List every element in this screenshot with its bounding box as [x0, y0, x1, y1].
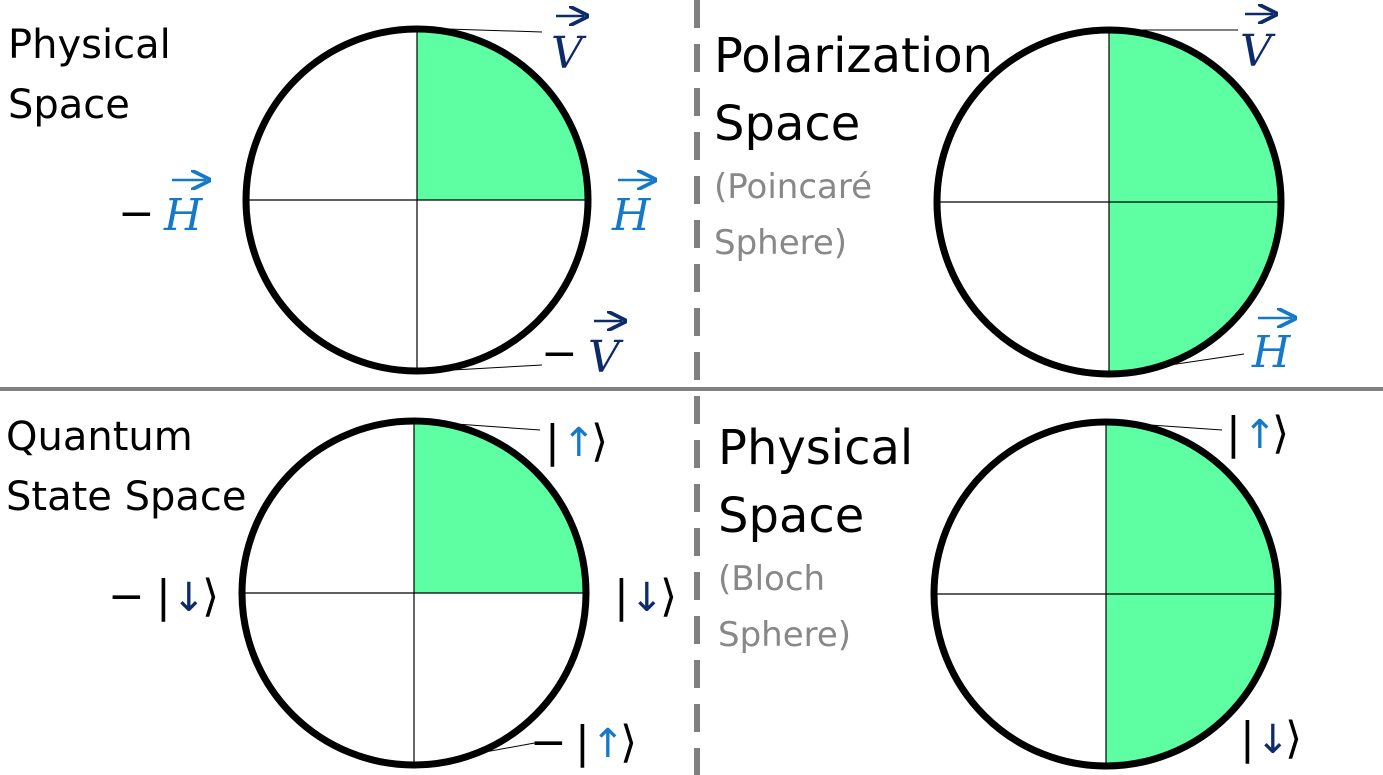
ket-bar: | — [575, 717, 590, 768]
leader-line-top — [413, 420, 541, 431]
down-arrow-glyph: ↓ — [630, 575, 664, 621]
ket-minus-up-bottom: − | ↑ ⟩ — [530, 717, 637, 768]
ket-angle: ⟩ — [1285, 713, 1302, 764]
title-line2: Space — [718, 488, 864, 544]
label-h-right: H — [611, 180, 652, 241]
title-line1: Physical — [718, 420, 913, 476]
label-v: V — [551, 28, 587, 79]
title-line1: Quantum — [6, 414, 193, 460]
label-minus-v-bottom: − V — [541, 321, 624, 383]
leader-line-bottom — [1108, 353, 1245, 375]
subtitle-line1: (Poincaré — [714, 167, 872, 207]
label-minus-h-left: − H — [118, 180, 206, 241]
label-h: H — [1251, 327, 1292, 378]
ket-bar: | — [614, 571, 629, 622]
panel-top-left: Physical Space V H − H − V — [8, 16, 652, 383]
label-v-top: V — [551, 16, 587, 79]
filled-quadrant — [414, 421, 586, 593]
panel-bottom-left: Quantum State Space | ↑ ⟩ | ↓ ⟩ − | ↓ ⟩ … — [6, 414, 677, 769]
subtitle-line2: Sphere) — [714, 223, 847, 263]
title-line1: Polarization — [714, 28, 993, 84]
down-arrow-glyph: ↓ — [1256, 717, 1290, 763]
up-arrow-glyph: ↑ — [1243, 412, 1277, 458]
ket-angle: ⟩ — [660, 571, 677, 622]
label-v-top: V — [1240, 14, 1276, 77]
ket-angle: ⟩ — [1272, 408, 1289, 459]
label-h: H — [611, 190, 652, 241]
minus-sign: − — [541, 328, 578, 379]
label-h: H — [163, 190, 204, 241]
ket-angle: ⟩ — [620, 717, 637, 768]
leader-line-top — [1105, 421, 1223, 431]
label-h-bottom: H — [1251, 318, 1292, 378]
down-arrow-glyph: ↓ — [172, 575, 206, 621]
ket-bar: | — [1226, 408, 1241, 459]
minus-sign: − — [118, 188, 155, 239]
ket-bar: | — [156, 571, 171, 622]
minus-sign: − — [108, 571, 145, 622]
circle-outline — [242, 25, 592, 375]
ket-up-top: | ↑ ⟩ — [1226, 408, 1289, 459]
title-line2: Space — [8, 82, 130, 128]
title-line1: Physical — [8, 22, 171, 68]
ket-up-top: | ↑ ⟩ — [545, 416, 608, 467]
ket-angle: ⟩ — [202, 571, 219, 622]
ket-bar: | — [1240, 713, 1255, 764]
label-v: V — [588, 332, 624, 383]
subtitle-line2: Sphere) — [718, 615, 851, 655]
panel-bottom-right: Physical Space (Bloch Sphere) | ↑ ⟩ | ↓ … — [718, 408, 1302, 770]
leader-line-bottom — [416, 364, 543, 373]
ket-down-right: | ↓ ⟩ — [614, 571, 677, 622]
leader-line-top — [416, 27, 543, 33]
title-line2: Space — [714, 96, 860, 152]
minus-sign: − — [530, 717, 567, 768]
ket-down-bottom: | ↓ ⟩ — [1240, 713, 1302, 764]
up-arrow-glyph: ↑ — [591, 721, 625, 767]
up-arrow-glyph: ↑ — [562, 420, 596, 466]
title-line2: State Space — [6, 474, 247, 520]
filled-quadrant — [417, 28, 589, 200]
ket-angle: ⟩ — [591, 416, 608, 467]
leader-line-bottom — [413, 741, 541, 766]
subtitle-line1: (Bloch — [718, 559, 825, 599]
panel-top-right: Polarization Space (Poincaré Sphere) V H — [714, 14, 1292, 378]
ket-bar: | — [545, 416, 560, 467]
ket-minus-down-left: − | ↓ ⟩ — [108, 571, 219, 622]
label-v: V — [1240, 26, 1276, 77]
